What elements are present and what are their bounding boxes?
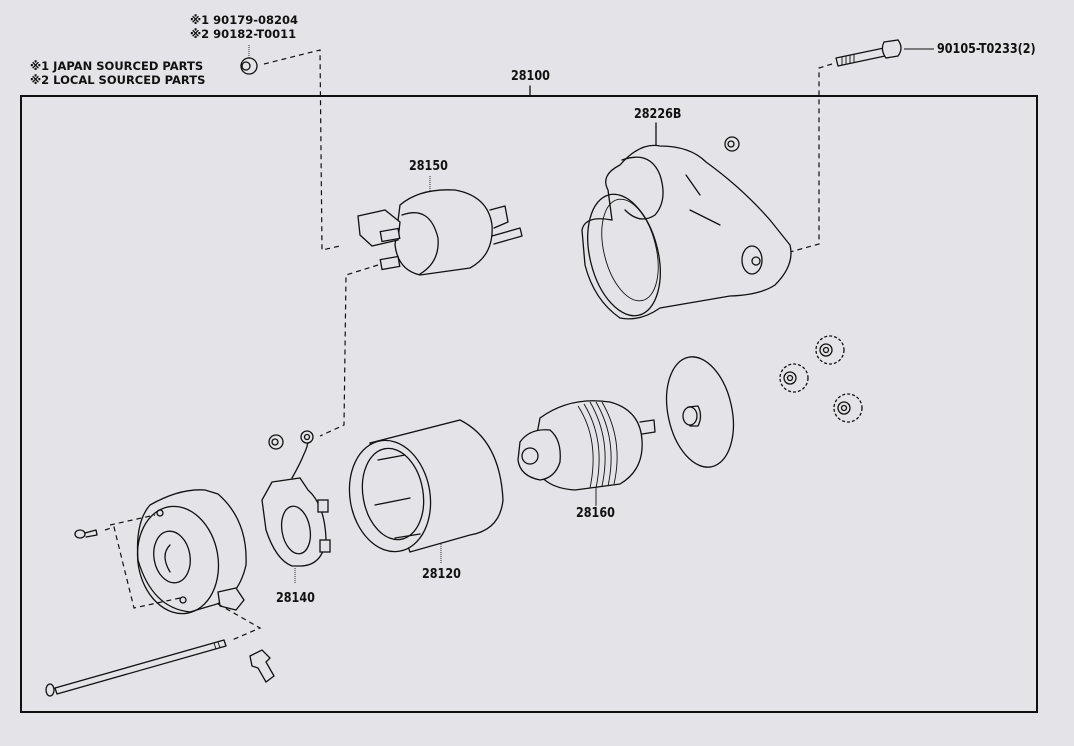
nut-alt-2: ※2 90182-T0011 — [190, 27, 297, 41]
bolt-top-right[interactable] — [835, 39, 934, 67]
planetary-gear-3[interactable] — [833, 393, 863, 423]
part-label-solenoid[interactable]: 28150 — [409, 159, 448, 174]
legend-japan: ※1 JAPAN SOURCED PARTS — [30, 59, 204, 73]
solenoid-28150[interactable] — [357, 176, 523, 276]
planetary-gear-1[interactable] — [779, 363, 809, 393]
nut-top[interactable] — [240, 45, 258, 75]
legend-local: ※2 LOCAL SOURCED PARTS — [30, 73, 206, 87]
part-label-yoke[interactable]: 28120 — [422, 567, 461, 582]
end-cover[interactable] — [129, 489, 247, 620]
through-bolt[interactable] — [45, 639, 227, 697]
planetary-gear-2[interactable] — [815, 335, 845, 365]
part-label-housing[interactable]: 28226B — [634, 107, 682, 122]
bolt-dash — [789, 63, 833, 253]
yoke-28120[interactable] — [341, 419, 504, 564]
plate-disc[interactable] — [657, 351, 743, 474]
nut-top-dash — [263, 49, 341, 251]
solenoid-dash — [319, 264, 379, 437]
assembly-label[interactable]: 28100 — [511, 69, 550, 84]
housing-nut[interactable] — [724, 136, 740, 152]
brush-nut[interactable] — [268, 434, 284, 450]
clutch-28160[interactable] — [517, 400, 656, 506]
housing-28226b[interactable] — [576, 122, 792, 323]
part-label-brush-holder[interactable]: 28140 — [276, 591, 315, 606]
nut-alt-1: ※1 90179-08204 — [190, 13, 298, 27]
end-cover-dash — [104, 514, 262, 641]
brush-washer[interactable] — [300, 430, 314, 444]
assembly-frame — [20, 95, 1038, 713]
part-label-bolt[interactable]: 90105-T0233(2) — [937, 42, 1036, 57]
part-label-clutch[interactable]: 28160 — [576, 506, 615, 521]
clip-piece[interactable] — [249, 649, 275, 683]
screw-small[interactable] — [74, 529, 98, 539]
brush-holder-28140[interactable] — [261, 439, 331, 584]
